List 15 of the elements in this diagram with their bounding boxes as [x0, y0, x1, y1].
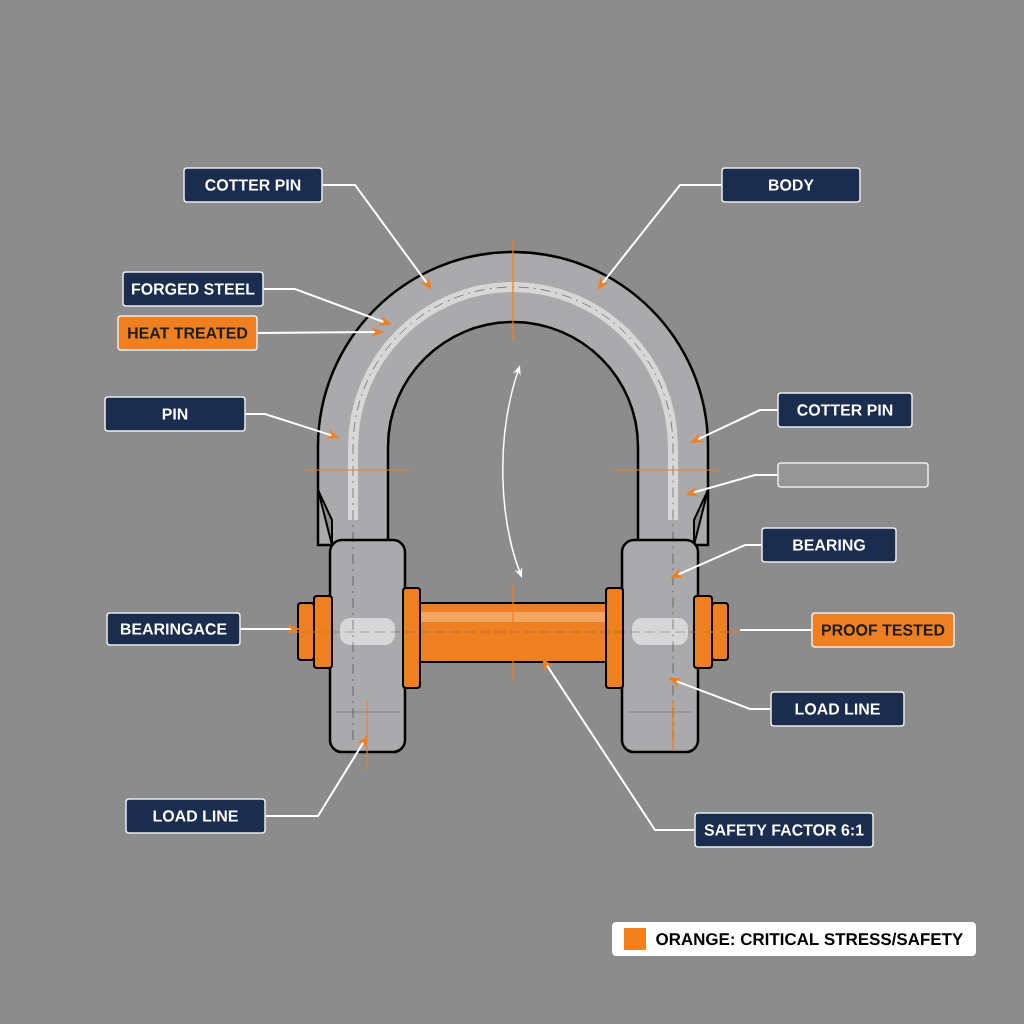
label-box: SAFETY FACTOR 6:1 [694, 812, 874, 848]
label-box: BEARING [761, 527, 897, 563]
legend-box: ORANGE: CRITICAL STRESS/SAFETY [612, 922, 976, 956]
label-box: BODY [721, 167, 861, 203]
label-box: LOAD LINE [125, 798, 266, 834]
label-box: PROOF TESTED [811, 612, 955, 648]
label-box: COTTER PIN [777, 392, 913, 428]
label-box: PIN [104, 396, 246, 432]
label-box: BEARINGACE [106, 612, 241, 646]
label-box: COTTER PIN [183, 167, 323, 203]
leader-line [739, 629, 813, 631]
label-box: FORGED STEEL [122, 271, 264, 307]
label-box: HEAT TREATED [117, 315, 258, 351]
label-box: LOAD LINE [770, 691, 905, 727]
blank-label-box [777, 462, 929, 488]
